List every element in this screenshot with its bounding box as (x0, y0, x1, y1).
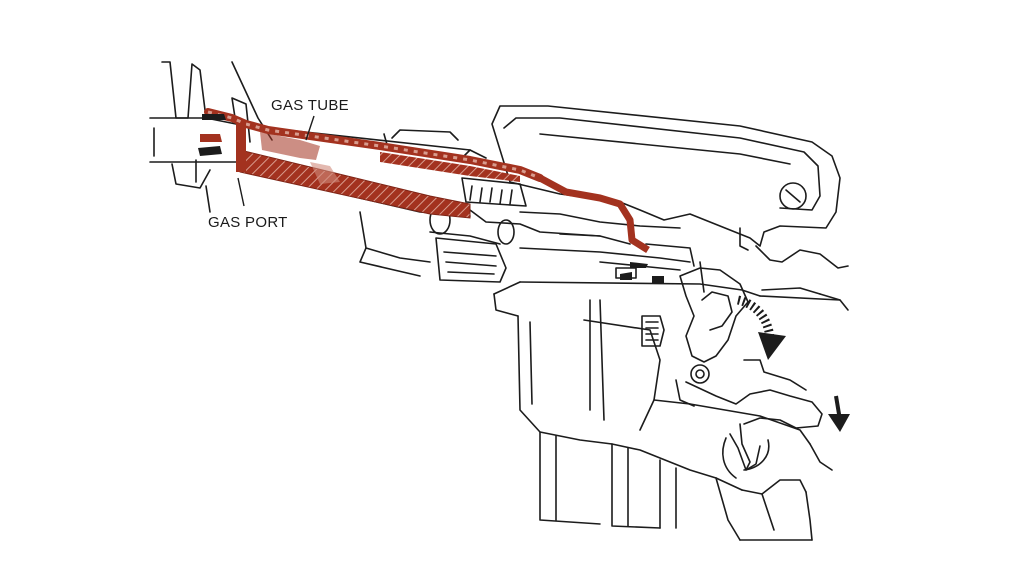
gas-port-label: GAS PORT (208, 214, 288, 231)
pistol-grip (715, 477, 813, 541)
magazine (539, 431, 677, 529)
delta-ring (435, 177, 527, 283)
upper-receiver (493, 243, 841, 317)
bolt-carrier-group (427, 205, 691, 279)
hammer-rotation-arrow (736, 295, 786, 360)
dark-details (198, 114, 664, 284)
gas-tube-label: GAS TUBE (271, 97, 349, 114)
trigger-down-arrow (828, 395, 850, 432)
buffer-tube-area (761, 287, 849, 471)
fire-control-group (641, 267, 823, 479)
gas-flow-path (200, 108, 650, 253)
gas-tube-leader (305, 115, 315, 141)
gas-port-leader (237, 177, 245, 207)
callout-lines (237, 115, 315, 207)
carry-handle (491, 105, 849, 269)
front-sight-assembly (149, 61, 273, 213)
